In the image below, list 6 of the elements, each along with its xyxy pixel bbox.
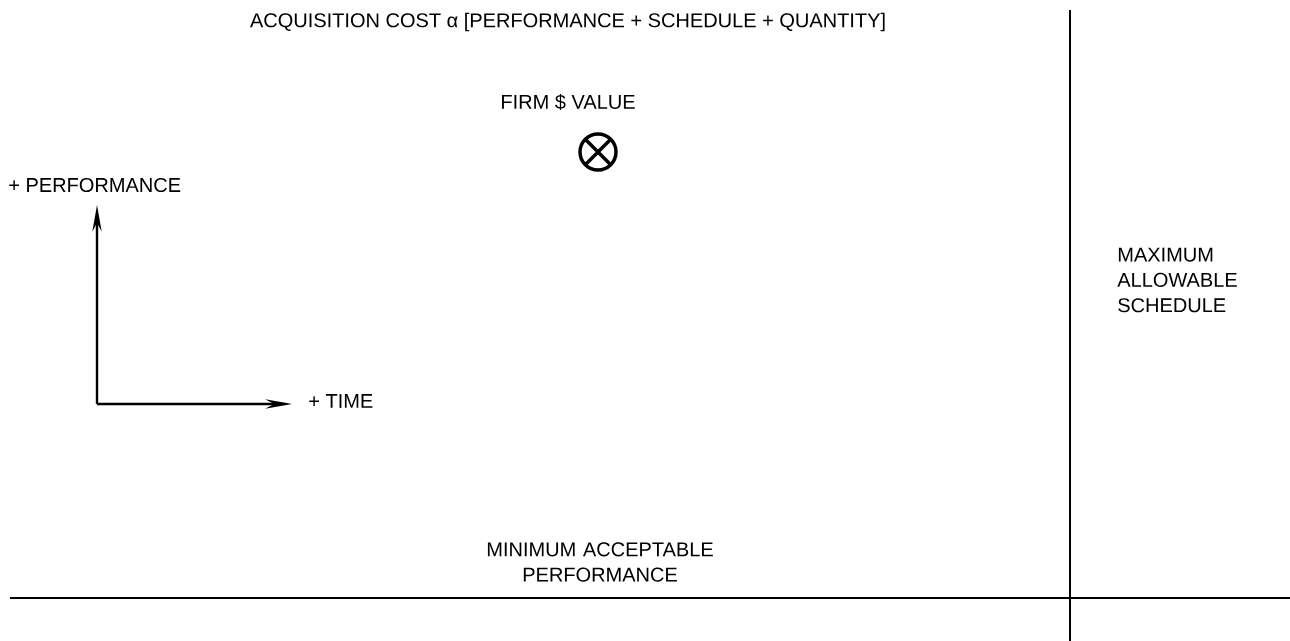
label: MINIMUM ACCEPTABLE PERFORMANCE xyxy=(487,542,713,582)
title: ACQUISITION COST α [PERFORMANCE + SCHEDULE + QUANTITY] xyxy=(250,12,885,32)
label: + TIME xyxy=(309,394,373,408)
label: FIRM $ VALUE xyxy=(502,93,635,111)
label: MAXIMUM ALLOWABLE SCHEDULE xyxy=(1117,247,1237,313)
label: + PERFORMANCE xyxy=(9,177,181,193)
